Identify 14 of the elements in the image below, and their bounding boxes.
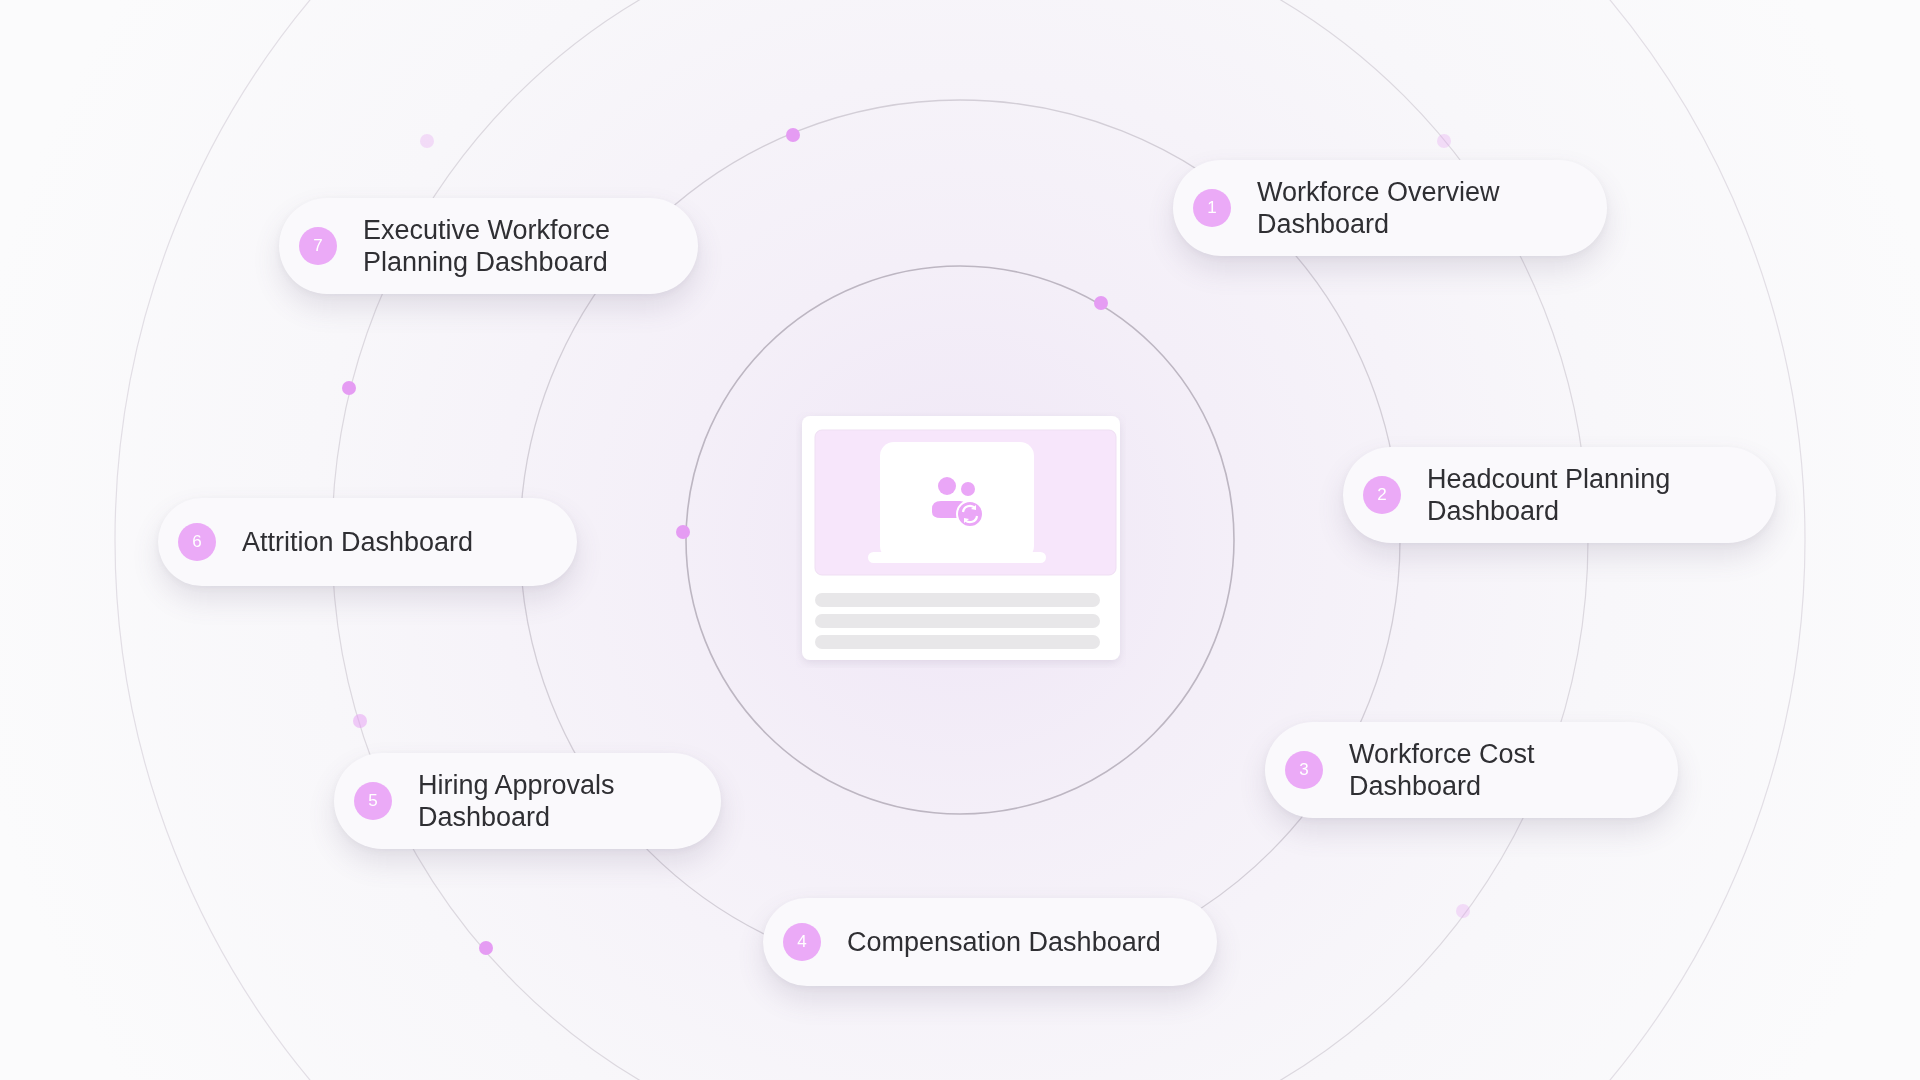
number-badge: 7	[299, 227, 337, 265]
number-badge: 5	[354, 782, 392, 820]
dashboard-name: Workforce Overview Dashboard	[1257, 176, 1501, 240]
dashboard-name: Compensation Dashboard	[847, 926, 1161, 958]
number-badge: 3	[1285, 751, 1323, 789]
dashboard-name: Headcount Planning Dashboard	[1427, 463, 1672, 527]
dashboard-name: Hiring Approvals Dashboard	[418, 769, 616, 833]
dashboard-name: Workforce Cost Dashboard	[1349, 738, 1536, 802]
number-badge: 1	[1193, 189, 1231, 227]
number-badge: 4	[783, 923, 821, 961]
dashboard-name: Attrition Dashboard	[242, 526, 474, 558]
dashboard-name: Executive Workforce Planning Dashboard	[363, 214, 612, 278]
number-badge: 6	[178, 523, 216, 561]
number-badge: 2	[1363, 476, 1401, 514]
